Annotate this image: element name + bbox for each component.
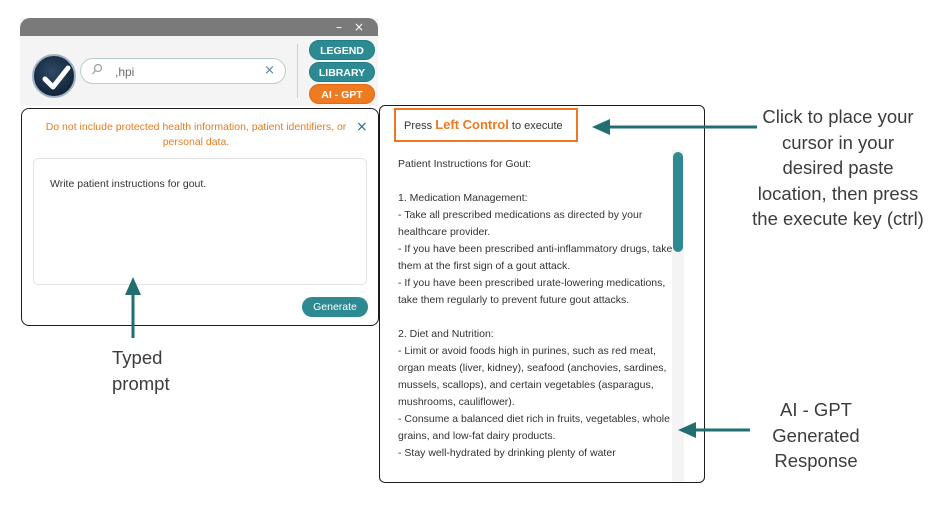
response-line: - If you have been prescribed anti-infla… xyxy=(398,243,673,272)
close-icon[interactable]: × xyxy=(353,20,365,34)
hint-prefix: Press xyxy=(404,120,433,132)
close-icon[interactable]: × xyxy=(356,119,368,135)
arrow-to-response xyxy=(678,422,750,438)
title-bar: – × xyxy=(20,18,378,36)
prompt-dialog: Do not include protected health informat… xyxy=(21,108,379,326)
phi-warning: Do not include protected health informat… xyxy=(45,121,347,148)
ai-gpt-button[interactable]: AI - GPT xyxy=(309,84,375,104)
scrollbar-thumb[interactable] xyxy=(673,152,683,252)
minimize-icon[interactable]: – xyxy=(336,20,342,34)
response-line: - Consume a balanced diet rich in fruits… xyxy=(398,413,670,442)
arrow-to-prompt xyxy=(125,277,141,338)
response-line: - If you have been prescribed urate-lowe… xyxy=(398,277,666,306)
hint-suffix: to execute xyxy=(511,120,563,132)
response-line: Patient Instructions for Gout: xyxy=(398,158,532,170)
search-box[interactable]: × xyxy=(80,58,286,84)
typed-prompt-annotation: Typed prompt xyxy=(112,347,170,394)
response-panel: Press Left Control to execute Patient In… xyxy=(379,105,705,483)
execute-key-label: Left Control xyxy=(435,117,509,132)
ai-response-annotation: AI - GPT Generated Response xyxy=(772,399,860,471)
toolbar-divider xyxy=(297,44,298,98)
response-line: - Stay well-hydrated by drinking plenty … xyxy=(398,447,616,459)
search-input[interactable] xyxy=(113,62,257,82)
response-text[interactable]: Patient Instructions for Gout: 1. Medicat… xyxy=(398,156,675,482)
generate-button[interactable]: Generate xyxy=(302,297,368,317)
check-logo-icon xyxy=(32,54,76,98)
response-line: 2. Diet and Nutrition: xyxy=(398,328,494,340)
app-window: – × × LEGEND LIBRARY AI - GPT xyxy=(20,18,378,106)
response-line: - Limit or avoid foods high in purines, … xyxy=(398,345,667,408)
execute-hint: Press Left Control to execute xyxy=(394,108,578,142)
click-annotation: Click to place your cursor in your desir… xyxy=(752,106,924,229)
search-icon xyxy=(91,63,103,80)
prompt-textarea[interactable]: Write patient instructions for gout. xyxy=(33,158,367,285)
legend-button[interactable]: LEGEND xyxy=(309,40,375,60)
clear-icon[interactable]: × xyxy=(264,63,275,78)
arrow-to-execute-hint xyxy=(592,119,757,135)
response-line: 1. Medication Management: xyxy=(398,192,528,204)
library-button[interactable]: LIBRARY xyxy=(309,62,375,82)
response-line: - Take all prescribed medications as dir… xyxy=(398,209,643,238)
